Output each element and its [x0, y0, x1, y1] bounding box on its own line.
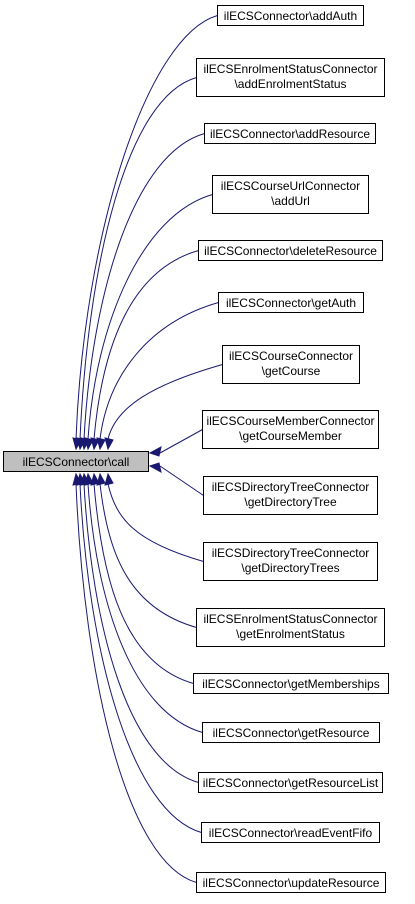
caller-node-label: ilECSDirectoryTreeConnector — [212, 480, 370, 494]
caller-node-box — [217, 5, 364, 26]
arrowhead-icon — [148, 462, 162, 473]
caller-node-label: ilECSConnector\readEventFifo — [209, 826, 373, 840]
caller-node-getEnrolmentStatus[interactable]: ilECSEnrolmentStatusConnector\getEnrolme… — [196, 608, 385, 647]
caller-node-label: ilECSDirectoryTreeConnector — [212, 546, 370, 560]
caller-node-updateResource[interactable]: ilECSConnector\updateResource — [196, 872, 386, 893]
caller-node-box — [196, 872, 386, 893]
arrowhead-icon — [104, 437, 114, 451]
call-edge-getMemberships — [93, 483, 194, 684]
edges-layer — [72, 15, 223, 883]
arrowhead-icon — [96, 437, 106, 451]
caller-node-getCourse[interactable]: ilECSCourseConnector\getCourse — [222, 345, 360, 384]
call-edge-updateResource — [75, 483, 197, 883]
caller-node-box — [193, 673, 389, 694]
caller-node-label: \getDirectoryTrees — [241, 561, 339, 575]
caller-node-getAuth[interactable]: ilECSConnector\getAuth — [218, 292, 364, 313]
call-edge-addUrl — [87, 194, 213, 440]
caller-node-box — [204, 123, 376, 144]
caller-node-box — [218, 292, 364, 313]
caller-node-box — [212, 175, 369, 214]
caller-node-label: ilECSConnector\getResource — [213, 726, 370, 740]
caller-node-box — [203, 542, 378, 581]
caller-node-getDirectoryTrees[interactable]: ilECSDirectoryTreeConnector\getDirectory… — [203, 542, 378, 581]
call-edge-getAuth — [99, 302, 219, 440]
caller-node-label: ilECSConnector\deleteResource — [204, 244, 377, 258]
caller-node-label: \getDirectoryTree — [244, 495, 337, 509]
caller-node-label: \getEnrolmentStatus — [236, 627, 345, 641]
caller-node-label: ilECSConnector\getAuth — [226, 296, 356, 310]
caller-node-box — [203, 476, 378, 515]
caller-node-addEnrolmentStatus[interactable]: ilECSEnrolmentStatusConnector\addEnrolme… — [196, 58, 385, 97]
caller-node-label: ilECSEnrolmentStatusConnector — [203, 62, 377, 76]
call-edge-getDirectoryTree — [159, 465, 204, 496]
root-node-box — [3, 451, 149, 472]
call-edge-addAuth — [75, 15, 218, 440]
caller-node-box — [196, 608, 385, 647]
caller-node-label: ilECSCourseConnector — [229, 349, 353, 363]
caller-node-addUrl[interactable]: ilECSCourseUrlConnector\addUrl — [212, 175, 369, 214]
call-edge-getCourseMember — [159, 429, 203, 454]
nodes-layer: ilECSConnector\call ilECSConnector\addAu… — [3, 5, 389, 893]
caller-node-label: \getCourse — [262, 364, 321, 378]
caller-node-getCourseMember[interactable]: ilECSCourseMemberConnector\getCourseMemb… — [202, 410, 379, 449]
arrowhead-icon — [72, 472, 82, 486]
caller-node-readEventFifo[interactable]: ilECSConnector\readEventFifo — [201, 822, 380, 843]
call-edge-getResource — [87, 483, 203, 733]
caller-node-label: \getCourseMember — [239, 429, 342, 443]
call-edge-deleteResource — [93, 250, 199, 440]
arrowhead-icon — [90, 437, 100, 451]
arrowhead-icon — [148, 446, 162, 457]
root-node-label: ilECSConnector\call — [23, 455, 130, 469]
caller-node-getResource[interactable]: ilECSConnector\getResource — [202, 722, 380, 743]
caller-node-label: \addEnrolmentStatus — [234, 77, 346, 91]
caller-node-label: \addUrl — [271, 194, 310, 208]
caller-node-label: ilECSConnector\updateResource — [203, 876, 380, 890]
caller-node-label: ilECSCourseUrlConnector — [221, 179, 360, 193]
caller-node-addAuth[interactable]: ilECSConnector\addAuth — [217, 5, 364, 26]
root-node[interactable]: ilECSConnector\call — [3, 451, 149, 472]
caller-node-label: ilECSConnector\getResourceList — [203, 776, 379, 790]
caller-node-deleteResource[interactable]: ilECSConnector\deleteResource — [198, 240, 383, 261]
caller-node-label: ilECSEnrolmentStatusConnector — [203, 612, 377, 626]
call-edge-getCourse — [107, 364, 223, 440]
call-edge-readEventFifo — [79, 483, 202, 833]
caller-node-label: ilECSConnector\getMemberships — [202, 677, 379, 691]
call-edge-addEnrolmentStatus — [79, 77, 197, 440]
caller-node-box — [196, 58, 385, 97]
caller-node-label: ilECSConnector\addResource — [210, 127, 370, 141]
caller-node-box — [222, 345, 360, 384]
caller-node-addResource[interactable]: ilECSConnector\addResource — [204, 123, 376, 144]
caller-node-box — [198, 772, 383, 793]
caller-node-label: ilECSCourseMemberConnector — [206, 414, 374, 428]
caller-node-box — [201, 822, 380, 843]
arrowhead-icon — [84, 437, 94, 451]
caller-node-label: ilECSConnector\addAuth — [224, 9, 357, 23]
caller-node-box — [198, 240, 383, 261]
call-edge-addResource — [83, 133, 205, 440]
caller-node-box — [202, 722, 380, 743]
caller-node-box — [202, 410, 379, 449]
caller-node-getMemberships[interactable]: ilECSConnector\getMemberships — [193, 673, 389, 694]
call-edge-getDirectoryTrees — [107, 483, 204, 562]
caller-node-getDirectoryTree[interactable]: ilECSDirectoryTreeConnector\getDirectory… — [203, 476, 378, 515]
arrowhead-icon — [104, 472, 114, 486]
call-edge-getEnrolmentStatus — [99, 483, 197, 628]
call-edge-getResourceList — [83, 483, 199, 783]
caller-node-getResourceList[interactable]: ilECSConnector\getResourceList — [198, 772, 383, 793]
